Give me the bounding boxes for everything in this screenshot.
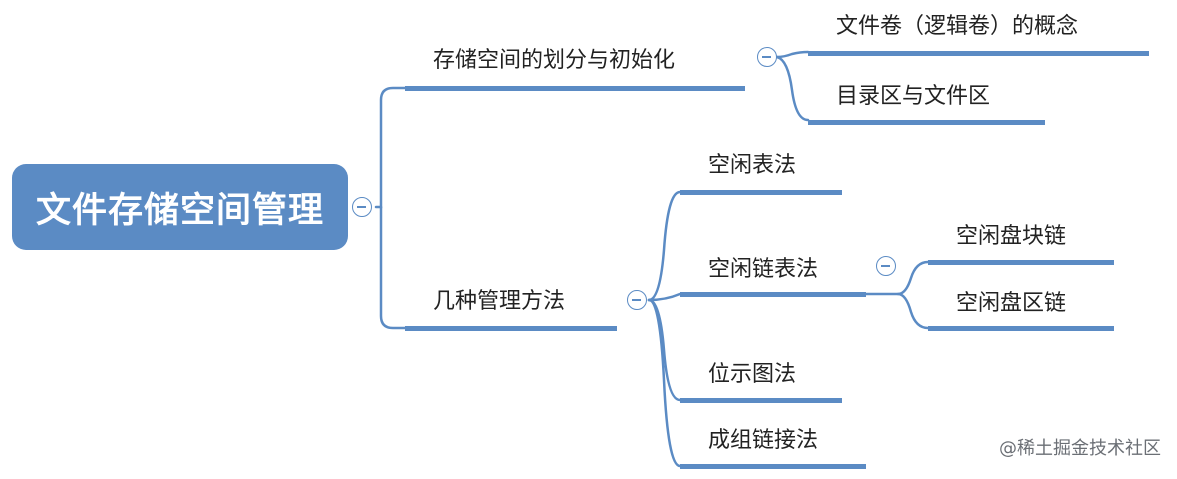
root-collapse-button[interactable]	[352, 197, 372, 217]
node-free-block-chain-label[interactable]: 空闲盘块链	[956, 224, 1067, 249]
node-bitmap-label[interactable]: 位示图法	[708, 362, 797, 387]
node-bitmap-underline	[680, 398, 842, 403]
minus-circle-icon	[357, 205, 366, 208]
node-free-block-chain-underline	[928, 260, 1114, 265]
connector-methods-to-free-table	[647, 190, 682, 302]
node-grouped-link-label[interactable]: 成组链接法	[708, 428, 819, 453]
minus-circle-icon	[762, 55, 771, 58]
connector-root-to-management-methods	[379, 205, 407, 330]
branch-management-methods-label[interactable]: 几种管理方法	[433, 289, 566, 314]
storage-division-collapse-button[interactable]	[757, 47, 777, 67]
node-grouped-link-underline	[680, 464, 866, 469]
connector-free-list-to-area-chain	[896, 292, 930, 330]
management-methods-collapse-button[interactable]	[627, 290, 647, 310]
node-free-table-label[interactable]: 空闲表法	[708, 153, 797, 178]
node-volume-concept-label[interactable]: 文件卷（逻辑卷）的概念	[836, 14, 1079, 39]
branch-storage-division-underline	[405, 86, 745, 91]
node-free-list-underline	[680, 292, 866, 297]
node-directory-file-area-label[interactable]: 目录区与文件区	[836, 84, 991, 109]
connector-storage-division-to-areas	[775, 55, 810, 122]
node-free-list-label[interactable]: 空闲链表法	[708, 257, 819, 282]
node-directory-file-area-underline	[808, 120, 1045, 125]
root-node-label: 文件存储空间管理	[35, 190, 324, 231]
watermark-text: @稀土掘金技术社区	[999, 438, 1161, 459]
connector-root-to-storage-division	[374, 86, 407, 209]
node-free-table-underline	[680, 190, 842, 195]
free-list-collapse-button[interactable]	[876, 256, 896, 276]
branch-storage-division-label[interactable]: 存储空间的划分与初始化	[433, 48, 676, 73]
node-free-area-chain-underline	[928, 326, 1114, 331]
root-node[interactable]: 文件存储空间管理	[12, 164, 348, 250]
minus-circle-icon	[881, 264, 890, 267]
node-volume-concept-underline	[808, 51, 1149, 56]
connector-storage-division-to-volume	[775, 50, 810, 59]
minus-circle-icon	[632, 298, 641, 301]
node-free-area-chain-label[interactable]: 空闲盘区链	[956, 291, 1067, 316]
branch-management-methods-underline	[405, 326, 617, 331]
connector-methods-to-grouped-link	[647, 298, 682, 468]
